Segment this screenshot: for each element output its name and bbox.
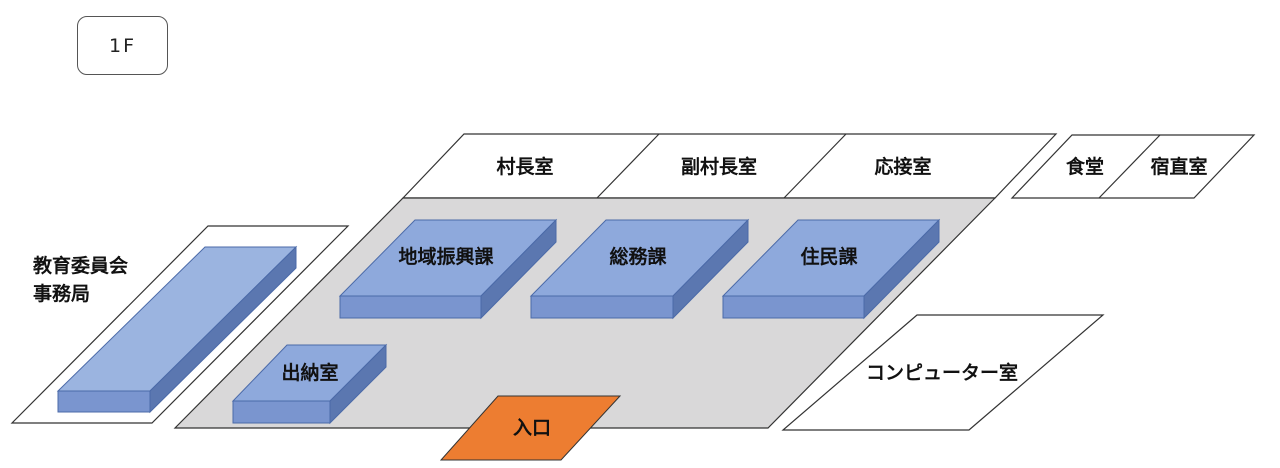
desk-suito: 出納室	[231, 343, 388, 425]
room-label-kyoiku-line1: 教育委員会	[33, 254, 128, 277]
computer-room-outline	[781, 314, 1105, 431]
desk-jumin-side	[863, 218, 940, 320]
floor-label: 1F	[108, 34, 137, 57]
computer-room: コンピューター室	[781, 314, 1105, 431]
room-label-suito: 出納室	[281, 361, 338, 384]
desk-somu-front	[530, 295, 674, 319]
room-label-jumin: 住民課	[800, 245, 858, 268]
office-row-top: 村長室 副村長室 応接室	[401, 133, 1058, 199]
room-label-somu: 総務課	[609, 245, 667, 268]
room-label-shokudo: 食堂	[1066, 155, 1104, 178]
education-desk-side	[149, 245, 297, 414]
floor-badge: 1F	[77, 16, 168, 75]
room-label-shukuchoku: 宿直室	[1150, 155, 1207, 178]
canteen-block: 食堂 宿直室	[1010, 134, 1256, 199]
divider-fukusoncho-osetsu	[783, 133, 847, 199]
desk-jumin: 住民課	[721, 218, 941, 320]
divider-shokudo-shukuchoku	[1098, 134, 1161, 199]
divider-soncho-fukusoncho	[596, 133, 660, 199]
room-label-fukusoncho: 副村長室	[681, 155, 757, 178]
canteen-outline	[1010, 134, 1256, 199]
desk-chiiki-front	[339, 295, 482, 319]
desk-somu-side	[672, 218, 749, 320]
room-label-soncho: 村長室	[496, 155, 553, 178]
room-label-chiiki: 地域振興課	[398, 245, 494, 268]
entrance: 入口	[439, 395, 622, 461]
desk-somu: 総務課	[529, 218, 750, 320]
desk-chiiki-side	[480, 218, 557, 320]
desk-suito-side	[329, 343, 387, 425]
desk-chiiki: 地域振興課	[338, 218, 558, 320]
room-label-osetsu: 応接室	[874, 155, 931, 178]
education-board-room: 教育委員会 事務局	[10, 225, 350, 424]
desk-jumin-front	[722, 295, 865, 319]
education-desk-front	[57, 390, 151, 413]
room-label-kyoiku-line2: 事務局	[33, 282, 90, 305]
desk-suito-front	[232, 400, 331, 424]
room-label-computer: コンピューター室	[866, 361, 1018, 384]
room-label-entrance: 入口	[513, 417, 551, 439]
entrance-shape	[439, 395, 622, 461]
